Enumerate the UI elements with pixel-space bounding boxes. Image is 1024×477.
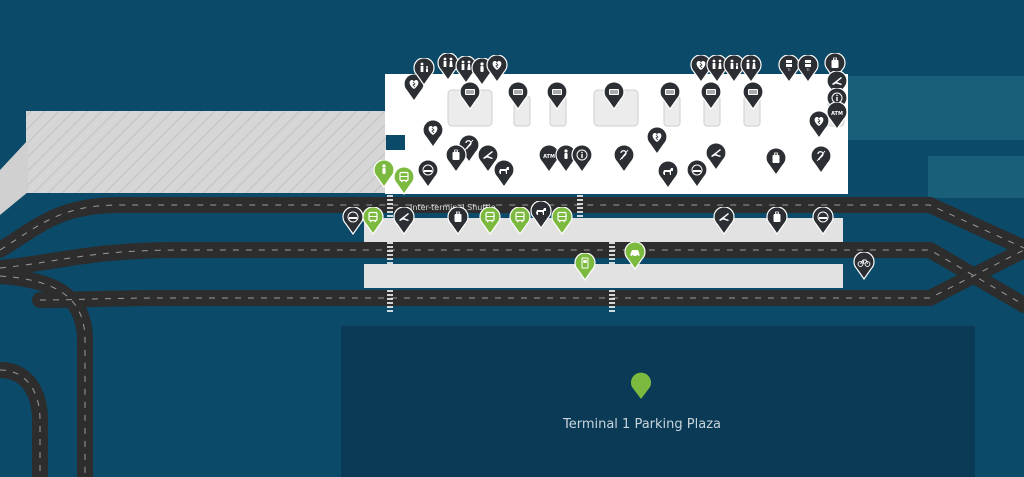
construction-area	[26, 111, 386, 193]
parking-plaza-label: Terminal 1 Parking Plaza	[562, 417, 721, 432]
road-dashes	[0, 204, 1024, 477]
parking-lot[interactable]	[341, 326, 975, 477]
apron-right	[848, 76, 1024, 140]
apron-right-lower	[928, 156, 1024, 198]
atm-icon[interactable]: ATM	[826, 102, 848, 130]
svg-text:ATM: ATM	[831, 111, 843, 117]
curb-upper	[364, 218, 843, 242]
shuttle-road-label: Inter-terminal Shuttle	[410, 203, 496, 212]
access-ramp	[0, 140, 28, 215]
atm-icon[interactable]: ATM	[538, 145, 560, 173]
svg-text:ATM: ATM	[543, 154, 555, 160]
parking-location-pin[interactable]	[631, 372, 651, 399]
curb-lower	[364, 264, 843, 288]
